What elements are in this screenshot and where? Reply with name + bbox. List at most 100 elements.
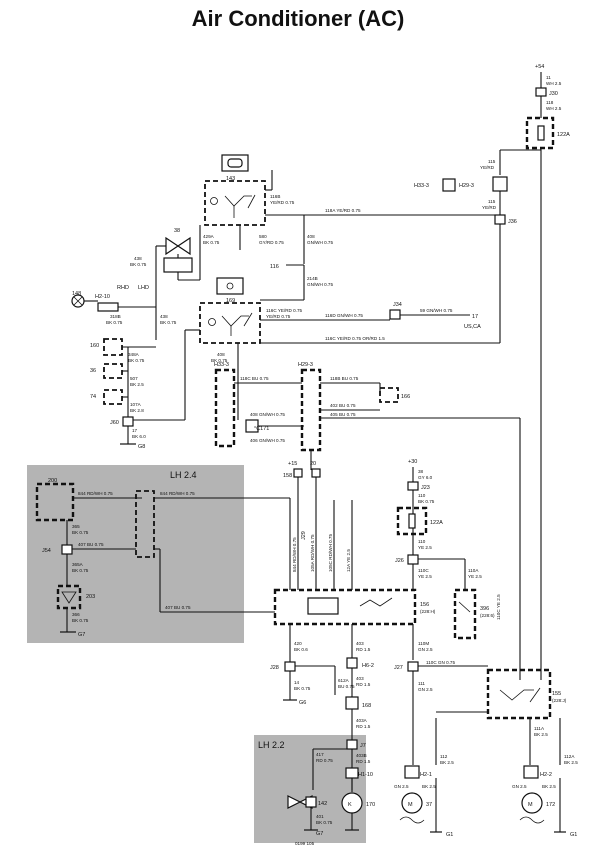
- h33-3-top-label: H33-3: [414, 183, 429, 189]
- wire-label: 438: [160, 314, 168, 319]
- wire-label: BK 0.75: [128, 358, 145, 363]
- wire-label: 365: [72, 524, 80, 529]
- motor-37-m: M: [408, 802, 413, 808]
- wire-label: 420: [294, 641, 302, 646]
- h2-2-connector: [523, 765, 539, 779]
- h2-10-connector: [97, 302, 119, 312]
- supply-p20: 20: [310, 461, 316, 467]
- wire-label: BK 2.5: [542, 784, 556, 789]
- wire-label: 118B BU 0.75: [330, 376, 359, 381]
- ground-g1-label: G1: [446, 832, 453, 838]
- relay-169-symbol-box: [216, 277, 244, 295]
- comp-160: [103, 338, 123, 356]
- sun-icon: [226, 282, 234, 290]
- wire-label: 110: [418, 493, 426, 498]
- wire-label: BK 2.5: [534, 732, 548, 737]
- wire-label: BK 2.8: [130, 408, 144, 413]
- wire-label: YE/RD: [482, 205, 497, 210]
- fuse-122a-top: [525, 116, 555, 150]
- h2-10-label: H2-10: [95, 294, 110, 300]
- j28-label: J28: [270, 665, 279, 671]
- ground-g7-label: G7: [78, 632, 85, 638]
- valve-142-label: 142: [318, 801, 327, 807]
- relay-396-label: 396: [480, 606, 489, 612]
- valve-38-label: 38: [174, 228, 180, 234]
- j34-junction: [389, 309, 401, 320]
- wire-label: BK 2.5: [422, 784, 436, 789]
- j36-junction: [494, 214, 506, 225]
- wire-label: GN/WH 0.75: [307, 240, 333, 245]
- relay-155-sub: (228:J): [552, 698, 567, 703]
- ground-g6-label: G6: [299, 700, 306, 706]
- wire-label: BK 0.75: [294, 686, 311, 691]
- node-116-label: 116: [270, 264, 279, 270]
- motor-172: [521, 792, 543, 814]
- ground-g7b-label: G7: [316, 831, 323, 837]
- wire-label: 403: [356, 676, 364, 681]
- h1-10-connector: [345, 767, 359, 779]
- j34-label: J34: [393, 302, 402, 308]
- fuse-element: [408, 513, 416, 529]
- lhd-label: LHD: [138, 285, 149, 291]
- wire-label: 408: [217, 352, 225, 357]
- valve-38-coil: [163, 257, 193, 273]
- wire-label: 110M: [418, 641, 429, 646]
- wire-label: YE 2.5: [418, 545, 432, 550]
- motor-172-m: M: [528, 802, 533, 808]
- wire-label: YE/RD 0.75: [270, 200, 295, 205]
- wire-label: 403: [356, 641, 364, 646]
- wire-label: 844 RD/WH 0.75: [160, 491, 195, 496]
- wire-label: RD 1.5: [356, 647, 371, 652]
- usca-label: US,CA: [464, 324, 481, 330]
- fuse-122a-mid: [396, 506, 428, 536]
- relay-169-label: 169: [226, 298, 235, 304]
- comp-203-icon: [61, 591, 77, 604]
- wire-label: 844 RD/WH 0.75: [292, 537, 297, 572]
- wire-label: 116C YE/RD 0.75: [266, 308, 303, 313]
- j60-junction: [122, 416, 134, 427]
- wire-label: 112A: [564, 754, 575, 759]
- wire-label: 59 GN/WH 0.75: [420, 308, 453, 313]
- j54-junction: [61, 544, 73, 555]
- j26-label: J26: [395, 558, 404, 564]
- wire-label: BK 6.0: [132, 434, 146, 439]
- h2-1-label: H2-1: [420, 772, 432, 778]
- comp-168-label: 168: [362, 703, 371, 709]
- wire-label: 118C BU 0.75: [240, 376, 269, 381]
- module-156-chip: [307, 597, 339, 615]
- j26-junction: [407, 554, 419, 565]
- relay-169-lamp: [208, 318, 216, 326]
- relay-155-label: 155: [552, 691, 561, 697]
- h33-3-top-connector: [442, 178, 456, 192]
- motor-170: [341, 792, 363, 814]
- wire-label: 17: [132, 428, 138, 433]
- wire-label: GY/RD 0.75: [259, 240, 284, 245]
- h29-3-connector: [300, 368, 322, 452]
- valve-38: [165, 236, 180, 256]
- junction-20: [311, 468, 321, 478]
- control-module-156: [273, 588, 417, 626]
- h2-1-connector: [404, 765, 420, 779]
- wire-label: 112: [440, 754, 448, 759]
- j30-junction: [535, 87, 547, 97]
- comp-203-label: 203: [86, 594, 95, 600]
- wire-label: 580: [259, 234, 267, 239]
- comp-166: [379, 387, 399, 403]
- fuse-122a-top-label: 122A: [557, 132, 570, 138]
- wire-label: GN 2.5: [418, 687, 433, 692]
- fan-172-icon: [519, 816, 545, 824]
- j27-label: J27: [394, 665, 403, 671]
- j36-label: J36: [508, 219, 517, 225]
- j7-label: J7: [360, 743, 366, 749]
- module-156-sub: (228:H): [420, 609, 436, 614]
- sensor-171-label: °C171: [254, 426, 269, 432]
- wire-label: 507: [130, 376, 138, 381]
- wire-label: 214B: [307, 276, 318, 281]
- wire-label: 107A: [130, 402, 142, 407]
- relay-155: [486, 668, 552, 720]
- ground-g8-label: G8: [138, 444, 145, 450]
- wire-label: 844 RD/WH 0.75: [78, 491, 113, 496]
- wire-label: 111A: [534, 726, 545, 731]
- wire-label: BK 0.75: [72, 530, 89, 535]
